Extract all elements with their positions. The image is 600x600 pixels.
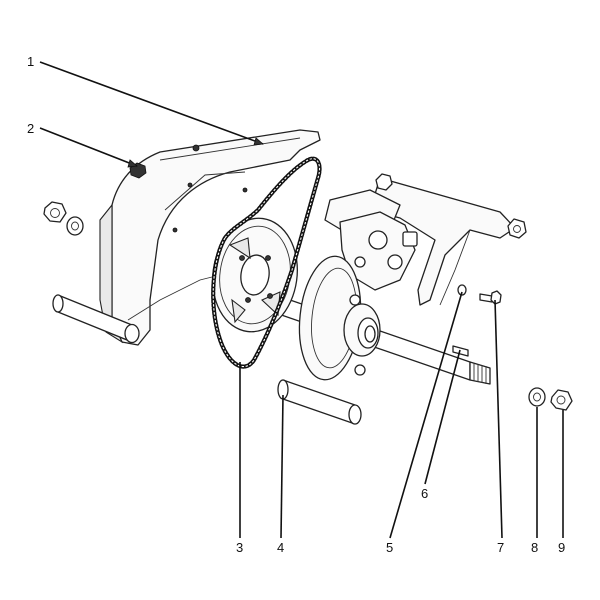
frame-bolt-top xyxy=(375,173,393,191)
leader-7 xyxy=(494,299,503,539)
axle-spacer-tube xyxy=(277,379,362,425)
left-axle-stub xyxy=(52,294,140,344)
cover-bolt xyxy=(129,144,200,179)
callout-4: 4 xyxy=(277,540,284,555)
leader-lines xyxy=(39,61,564,539)
leader-1 xyxy=(39,61,264,145)
leader-5 xyxy=(389,291,463,539)
left-washer xyxy=(66,216,84,236)
right-hex-nut xyxy=(550,389,573,411)
callout-5: 5 xyxy=(386,540,393,555)
leader-2 xyxy=(39,127,138,167)
callout-7: 7 xyxy=(497,540,504,555)
callout-1: 1 xyxy=(27,54,34,69)
right-washer xyxy=(528,387,546,407)
leader-6 xyxy=(424,349,461,485)
axle-thread-end xyxy=(469,361,491,385)
small-spacer xyxy=(457,284,467,296)
leader-4 xyxy=(280,394,284,539)
left-hex-nut xyxy=(43,201,67,223)
wheel-hub xyxy=(343,294,381,376)
adjuster-bolt xyxy=(479,290,502,305)
drive-chain xyxy=(211,156,322,369)
callout-2: 2 xyxy=(27,121,34,136)
callout-6: 6 xyxy=(421,486,428,501)
callout-9: 9 xyxy=(558,540,565,555)
rear-sprocket xyxy=(212,217,298,333)
frame-bolt-right xyxy=(507,218,527,239)
brake-caliper xyxy=(339,211,418,291)
callout-8: 8 xyxy=(531,540,538,555)
callout-3: 3 xyxy=(236,540,243,555)
